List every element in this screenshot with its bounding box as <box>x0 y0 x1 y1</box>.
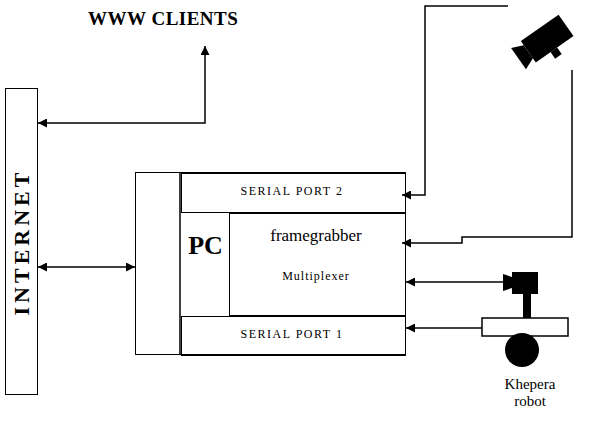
node-text: framegrabber <box>230 226 402 246</box>
khepera-robot-drawing <box>482 272 568 367</box>
framegrabber-box: framegrabberMultiplexer <box>229 213 406 316</box>
network-band: INTERNET <box>5 88 38 395</box>
node-text: PC <box>182 231 229 261</box>
connector <box>406 281 482 283</box>
camera-wire <box>402 70 572 243</box>
connector <box>406 327 482 329</box>
camera-wire <box>402 6 508 195</box>
robot-node: Khepera robot <box>482 270 578 420</box>
robot-camera-wire <box>482 281 503 283</box>
robot-camera-post <box>523 292 531 318</box>
node-text: Multiplexer <box>230 270 402 284</box>
pc-box: SERIAL PORT 2 framegrabberMultiplexerSERI… <box>135 172 406 355</box>
www-arrow <box>38 46 205 123</box>
node-text: SERIAL PORT 2 <box>182 185 402 199</box>
robot-camera <box>512 272 538 294</box>
camera-mount <box>551 48 562 59</box>
connector <box>38 266 135 268</box>
heading-label: WWW CLIENTS <box>88 8 238 30</box>
camera-lens <box>511 41 536 69</box>
node-text: Khepera robot <box>495 376 565 411</box>
node-text: INTERNET <box>9 168 34 315</box>
port-box: SERIAL PORT 2 <box>181 173 406 213</box>
port-box: SERIAL PORT 1 <box>181 316 406 356</box>
overhead-camera <box>511 15 578 76</box>
robot-camera-lens <box>503 274 512 291</box>
robot-wheel <box>505 333 539 367</box>
node-text: SERIAL PORT 1 <box>182 328 402 342</box>
